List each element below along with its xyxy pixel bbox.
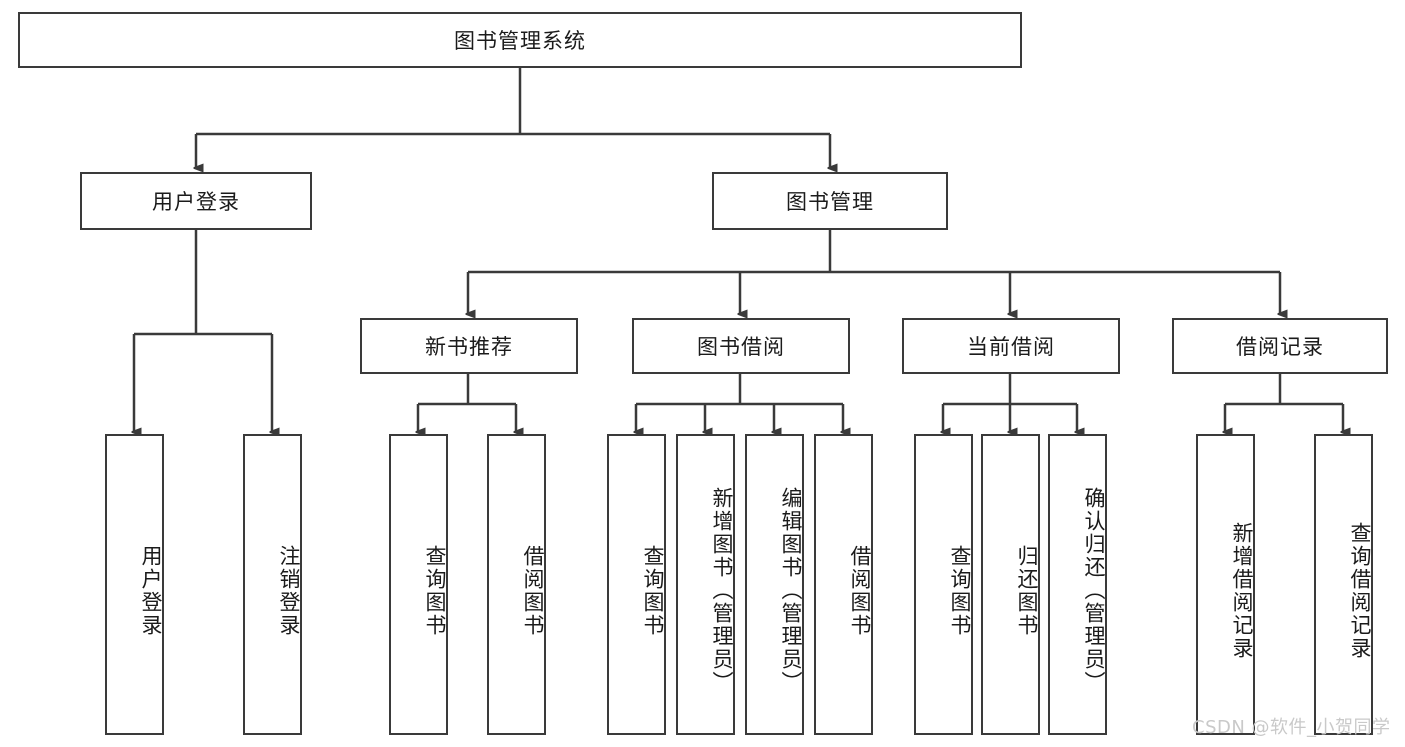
leaf-query-book-2-label: 查询图书 [641,544,665,637]
node-user-login-label: 用户登录 [152,190,240,214]
leaf-edit-book[interactable]: 编辑图书（管理员） [745,434,804,735]
leaf-borrow-book-1[interactable]: 借阅图书 [487,434,546,735]
leaf-user-login[interactable]: 用户登录 [105,434,164,735]
node-root[interactable]: 图书管理系统 [18,12,1022,68]
leaf-confirm-return[interactable]: 确认归还（管理员） [1048,434,1107,735]
leaf-query-book-3-label: 查询图书 [948,544,972,637]
leaf-add-record-label: 新增借阅记录 [1230,521,1254,660]
leaf-logout-login-label: 注销登录 [277,544,301,637]
leaf-logout-login[interactable]: 注销登录 [243,434,302,735]
node-book-borrow[interactable]: 图书借阅 [632,318,850,374]
leaf-borrow-book-1-label: 借阅图书 [521,544,545,637]
leaf-query-record[interactable]: 查询借阅记录 [1314,434,1373,735]
node-borrow-record-label: 借阅记录 [1236,335,1324,359]
leaf-add-book-label: 新增图书（管理员） [710,487,734,694]
leaf-return-book[interactable]: 归还图书 [981,434,1040,735]
leaf-query-book-1[interactable]: 查询图书 [389,434,448,735]
leaf-user-login-label: 用户登录 [139,544,163,637]
node-book-manage-label: 图书管理 [786,190,874,214]
leaf-return-book-label: 归还图书 [1015,544,1039,637]
node-borrow-record[interactable]: 借阅记录 [1172,318,1388,374]
node-new-book-recommend-label: 新书推荐 [425,335,513,359]
node-book-borrow-label: 图书借阅 [697,335,785,359]
node-new-book-recommend[interactable]: 新书推荐 [360,318,578,374]
leaf-query-book-1-label: 查询图书 [423,544,447,637]
leaf-edit-book-label: 编辑图书（管理员） [779,487,803,694]
leaf-add-record[interactable]: 新增借阅记录 [1196,434,1255,735]
node-current-borrow-label: 当前借阅 [967,335,1055,359]
node-current-borrow[interactable]: 当前借阅 [902,318,1120,374]
leaf-query-book-2[interactable]: 查询图书 [607,434,666,735]
leaf-borrow-book-2[interactable]: 借阅图书 [814,434,873,735]
node-book-manage[interactable]: 图书管理 [712,172,948,230]
leaf-confirm-return-label: 确认归还（管理员） [1082,487,1106,694]
node-root-label: 图书管理系统 [454,29,586,53]
leaf-query-record-label: 查询借阅记录 [1348,521,1372,660]
leaf-add-book[interactable]: 新增图书（管理员） [676,434,735,735]
csdn-watermark: CSDN @软件_小贺同学 [1192,717,1391,738]
leaf-query-book-3[interactable]: 查询图书 [914,434,973,735]
leaf-borrow-book-2-label: 借阅图书 [848,544,872,637]
node-user-login[interactable]: 用户登录 [80,172,312,230]
